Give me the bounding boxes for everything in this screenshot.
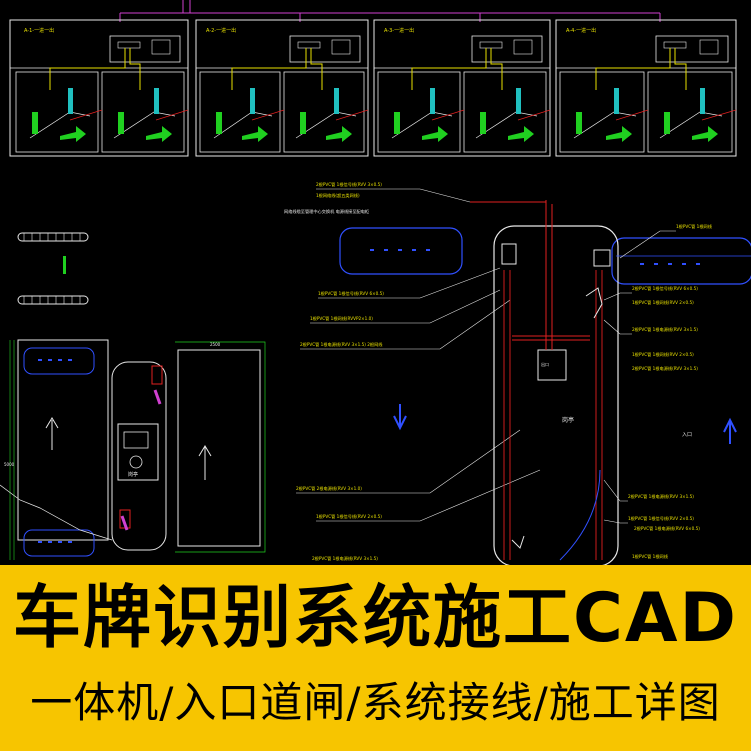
- svg-text:1根PVC管 1根网线(RVVP2×1.0): 1根PVC管 1根网线(RVVP2×1.0): [310, 315, 373, 322]
- island-label: 岗亭: [562, 416, 574, 424]
- entry-label: 入口: [682, 432, 692, 438]
- dim-label: 5000: [4, 462, 15, 467]
- svg-text:1根PVC管 1根信号线(RVV 2×0.5): 1根PVC管 1根信号线(RVV 2×0.5): [316, 513, 382, 520]
- cad-drawing: A-1-一进一出 A-2-一进一出: [0, 0, 751, 565]
- svg-text:2根PVC管 1根电源线(RVV 3×1.5) 2根网线: 2根PVC管 1根电源线(RVV 3×1.5) 2根网线: [300, 341, 383, 348]
- svg-text:2根PVC管 1根电源线(RVV 3×1.5): 2根PVC管 1根电源线(RVV 3×1.5): [628, 493, 694, 500]
- panel-label: A-1-一进一出: [24, 27, 54, 34]
- svg-text:2根PVC管 1根信号线(RVV 3×0.5): 2根PVC管 1根信号线(RVV 3×0.5): [316, 181, 382, 188]
- wiring-panel-2: A-2-一进一出: [195, 19, 369, 157]
- kiosk-label: 岗亭: [128, 471, 138, 478]
- traffic-islands: [339, 227, 751, 285]
- svg-text:2根PVC管 1根信号线(RVV 6×0.5): 2根PVC管 1根信号线(RVV 6×0.5): [632, 285, 698, 292]
- leader-lines: [296, 188, 541, 522]
- wiring-panel-4: A-4-一进一出: [555, 19, 737, 157]
- svg-text:1根PVC管 1根信号线(RVV 6×0.5): 1根PVC管 1根信号线(RVV 6×0.5): [318, 290, 384, 297]
- svg-text:2根PVC管 1根电源线(RVV 3×1.5): 2根PVC管 1根电源线(RVV 3×1.5): [312, 555, 378, 562]
- svg-text:1根PVC管 1根网线: 1根PVC管 1根网线: [676, 223, 713, 230]
- svg-text:2根PVC管 1根电源线(RVV 6×0.5): 2根PVC管 1根电源线(RVV 6×0.5): [634, 525, 700, 532]
- svg-text:1根PVC管 1根网线: 1根PVC管 1根网线: [632, 553, 669, 560]
- title-banner: 车牌识别系统施工CAD 一体机/入口道闸/系统接线/施工详图: [0, 565, 751, 751]
- banner-title: 车牌识别系统施工CAD: [13, 579, 738, 658]
- svg-text:1根PVC管 1根网线(RVV 2×0.5): 1根PVC管 1根网线(RVV 2×0.5): [632, 299, 694, 306]
- lane-plan-left: 岗亭 2500 5000: [0, 339, 266, 560]
- leader-lines-right: [603, 230, 676, 524]
- banner-subtitle: 一体机/入口道闸/系统接线/施工详图: [30, 678, 721, 727]
- dim-label: 2500: [210, 342, 221, 347]
- panel-label: A-4-一进一出: [566, 27, 596, 34]
- panel-label: A-2-一进一出: [206, 27, 236, 34]
- svg-text:2根PVC管 1根电源线(RVV 3×1.5): 2根PVC管 1根电源线(RVV 3×1.5): [632, 365, 698, 372]
- device-label: 出口: [541, 361, 549, 367]
- svg-text:1根网络线(超五类网线): 1根网络线(超五类网线): [316, 192, 360, 199]
- wiring-panel-3: A-3-一进一出: [373, 19, 551, 157]
- panel-label: A-3-一进一出: [384, 27, 414, 34]
- cable-notes-right: 1根PVC管 1根网线 2根PVC管 1根信号线(RVV 6×0.5) 1根PV…: [628, 223, 713, 560]
- top-bus-lines: [119, 0, 661, 22]
- barrier-arm-symbols: [17, 232, 89, 305]
- svg-text:2根PVC管 2根电源线(RVV 3×1.0): 2根PVC管 2根电源线(RVV 3×1.0): [296, 485, 362, 492]
- svg-text:1根PVC管 1根信号线(RVV 2×0.5): 1根PVC管 1根信号线(RVV 2×0.5): [628, 515, 694, 522]
- centre-island-plan: 岗亭 出口 入口: [393, 200, 751, 565]
- svg-text:网络线缆至管理中心交换机 电源线接至配电柜: 网络线缆至管理中心交换机 电源线接至配电柜: [284, 208, 369, 215]
- wiring-panel-1: A-1-一进一出: [9, 19, 189, 157]
- svg-text:2根PVC管 1根电源线(RVV 3×1.5): 2根PVC管 1根电源线(RVV 3×1.5): [632, 326, 698, 333]
- cable-notes-left: 2根PVC管 1根信号线(RVV 3×0.5) 1根网络线(超五类网线) 网络线…: [284, 181, 384, 562]
- svg-text:1根PVC管 1根网线(RVV 2×0.5): 1根PVC管 1根网线(RVV 2×0.5): [632, 351, 694, 358]
